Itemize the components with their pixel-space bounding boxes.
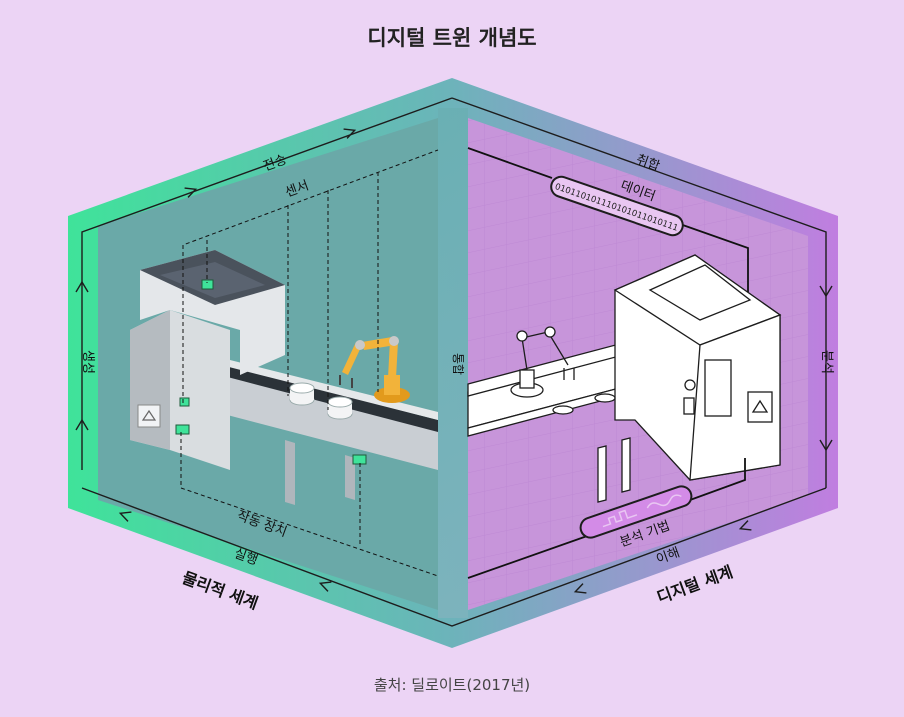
digital-guide-lines <box>467 147 749 579</box>
cycle-arrowheads <box>75 128 833 594</box>
label-analyze: 분석 <box>819 350 834 374</box>
physical-guide-lines <box>180 149 439 577</box>
physical-machine <box>130 250 438 505</box>
source-caption: 출처: 딜로이트(2017년) <box>373 676 531 694</box>
label-execute: 실행 <box>232 545 260 568</box>
label-physical-world: 물리적 세계 <box>180 568 261 613</box>
digital-machine <box>467 254 782 503</box>
cycle-lines <box>81 97 827 627</box>
page-title: 디지털 트윈 개념도 <box>367 26 537 50</box>
label-create: 생성 <box>80 350 95 374</box>
label-integrate: 통합 <box>451 353 465 375</box>
integrate-band <box>438 108 468 618</box>
analytics-pill <box>579 485 693 539</box>
